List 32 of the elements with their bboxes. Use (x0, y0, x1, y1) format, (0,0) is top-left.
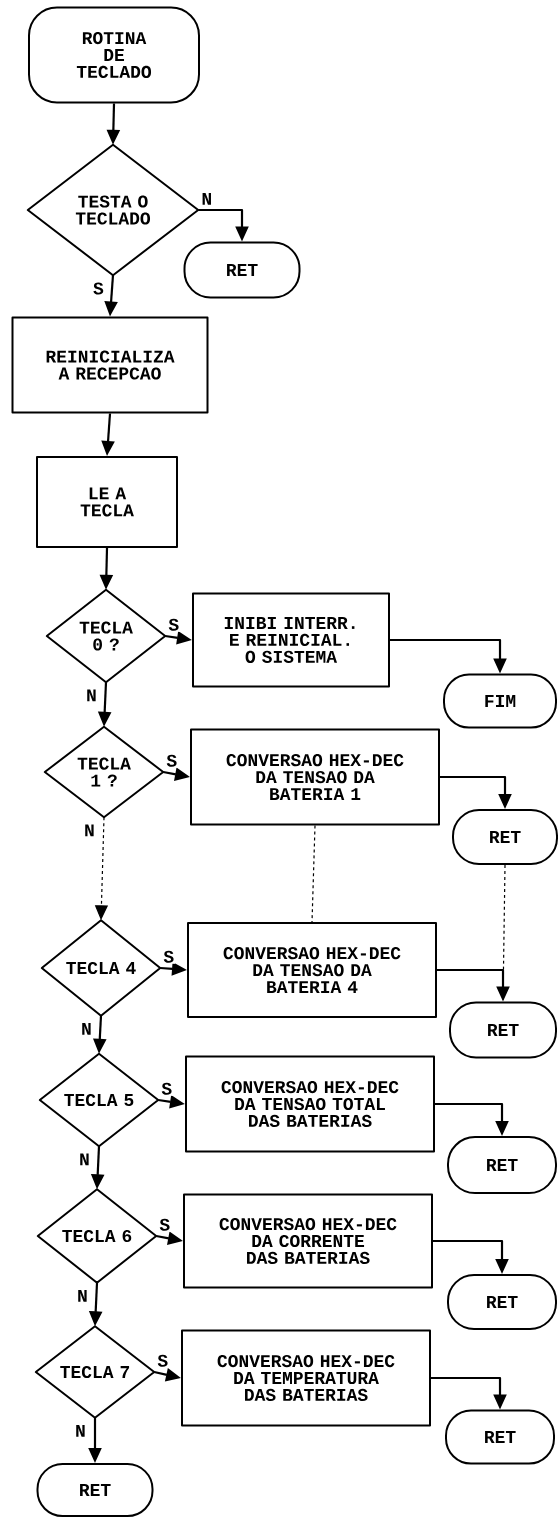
edge-label: S (162, 949, 176, 964)
process-box: CONVERSAO HEX-DEC DA CORRENTE DAS BATERIAS (183, 1193, 433, 1289)
edge-label: N (85, 688, 98, 703)
start-terminal: ROTINA DE TECLADO (28, 6, 200, 104)
end-terminal: RET (183, 241, 301, 299)
process-box: INIBI INTERR. E REINICIAL. O SISTEMA (192, 592, 390, 688)
edge-label: S (92, 281, 105, 296)
process-box: CONVERSAO HEX-DEC DA TENSAO TOTAL DAS BATERIAS (185, 1055, 435, 1153)
end-terminal: RET (449, 1001, 557, 1059)
process-box: CONVERSAO HEX-DEC DA TENSAO DA BATERIA 1 (190, 728, 440, 826)
end-terminal: RET (447, 1274, 557, 1330)
process-box: CONVERSAO HEX-DEC DA TENSAO DA BATERIA 4 (187, 922, 437, 1018)
edge-label: S (167, 617, 181, 632)
end-terminal: RET (452, 809, 558, 865)
edge-label: S (156, 1353, 170, 1368)
process-box: REINICIALIZA A RECEPCAO (11, 316, 209, 414)
dashed-line (311, 824, 316, 923)
end-terminal: RET (36, 1463, 154, 1517)
process-box: LE A TECLA (36, 456, 178, 548)
edge-label: N (83, 823, 96, 838)
edge-label: N (76, 1288, 89, 1303)
process-box: CONVERSAO HEX-DEC DA TEMPERATURA DAS BATERIAS (181, 1329, 431, 1427)
edge-label: S (158, 1217, 172, 1232)
end-terminal: RET (445, 1409, 555, 1465)
edge-label: N (74, 1423, 87, 1438)
edge-label: N (78, 1152, 91, 1167)
edge-label: S (165, 753, 179, 768)
edge-label: N (80, 1021, 93, 1036)
end-terminal: FIM (443, 673, 557, 729)
edge-label: N (200, 192, 214, 206)
end-terminal: RET (447, 1136, 557, 1194)
edge-label: S (160, 1081, 174, 1096)
